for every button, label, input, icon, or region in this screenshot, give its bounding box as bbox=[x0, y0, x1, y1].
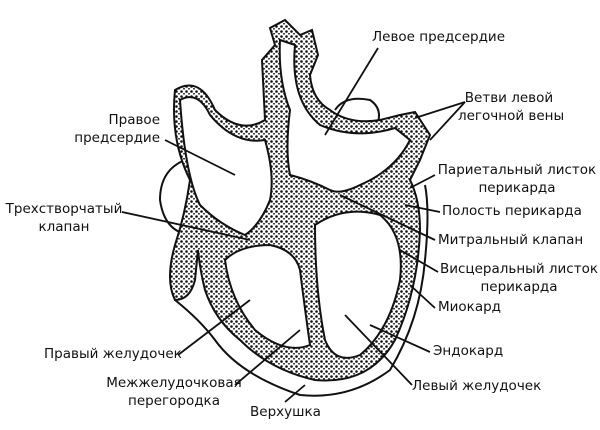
right-ventricle-cavity bbox=[223, 243, 312, 349]
label-line: клапан bbox=[38, 219, 90, 235]
label-tricuspid-valve: Трехстворчатый клапан bbox=[3, 200, 125, 236]
label-pericardial-cavity: Полость перикарда bbox=[442, 203, 582, 219]
label-left-atrium: Левое предсердие bbox=[372, 29, 506, 45]
label-line: предсердие bbox=[74, 130, 160, 146]
label-right-atrium: Правое предсердие bbox=[66, 111, 160, 147]
label-line: Межжелудочковая bbox=[106, 375, 242, 391]
label-line: легочной вены bbox=[458, 108, 565, 124]
label-line: Трехстворчатый bbox=[5, 201, 123, 217]
label-visceral-pericardium: Висцеральный листок перикарда bbox=[438, 260, 600, 296]
label-line: Ветви левой bbox=[464, 90, 554, 106]
label-line: перикарда bbox=[478, 180, 556, 196]
label-line: Висцеральный листок bbox=[439, 261, 599, 277]
left-ventricle-cavity bbox=[313, 210, 402, 359]
leader-lines bbox=[121, 47, 466, 403]
label-parietal-pericardium: Париетальный листок перикарда bbox=[436, 161, 598, 197]
label-right-ventricle: Правый желудочек bbox=[44, 346, 182, 362]
label-pulmonary-veins: Ветви левой легочной вены bbox=[458, 89, 565, 125]
label-myocardium: Миокард bbox=[438, 299, 502, 315]
label-mitral-valve: Митральный клапан bbox=[438, 232, 584, 248]
label-line: Правое bbox=[108, 112, 160, 128]
label-apex: Верхушка bbox=[250, 404, 321, 420]
label-endocardium: Эндокард bbox=[433, 343, 504, 359]
label-line: перикарда bbox=[480, 279, 558, 295]
label-line: перегородка bbox=[128, 393, 220, 409]
right-atrium-cavity bbox=[178, 96, 273, 237]
parietal-pericardium bbox=[174, 184, 429, 397]
label-line: Париетальный листок bbox=[437, 162, 597, 178]
label-left-ventricle: Левый желудочек bbox=[412, 378, 542, 394]
label-septum: Межжелудочковая перегородка bbox=[106, 374, 242, 410]
left-atrium-cavity bbox=[278, 38, 412, 193]
